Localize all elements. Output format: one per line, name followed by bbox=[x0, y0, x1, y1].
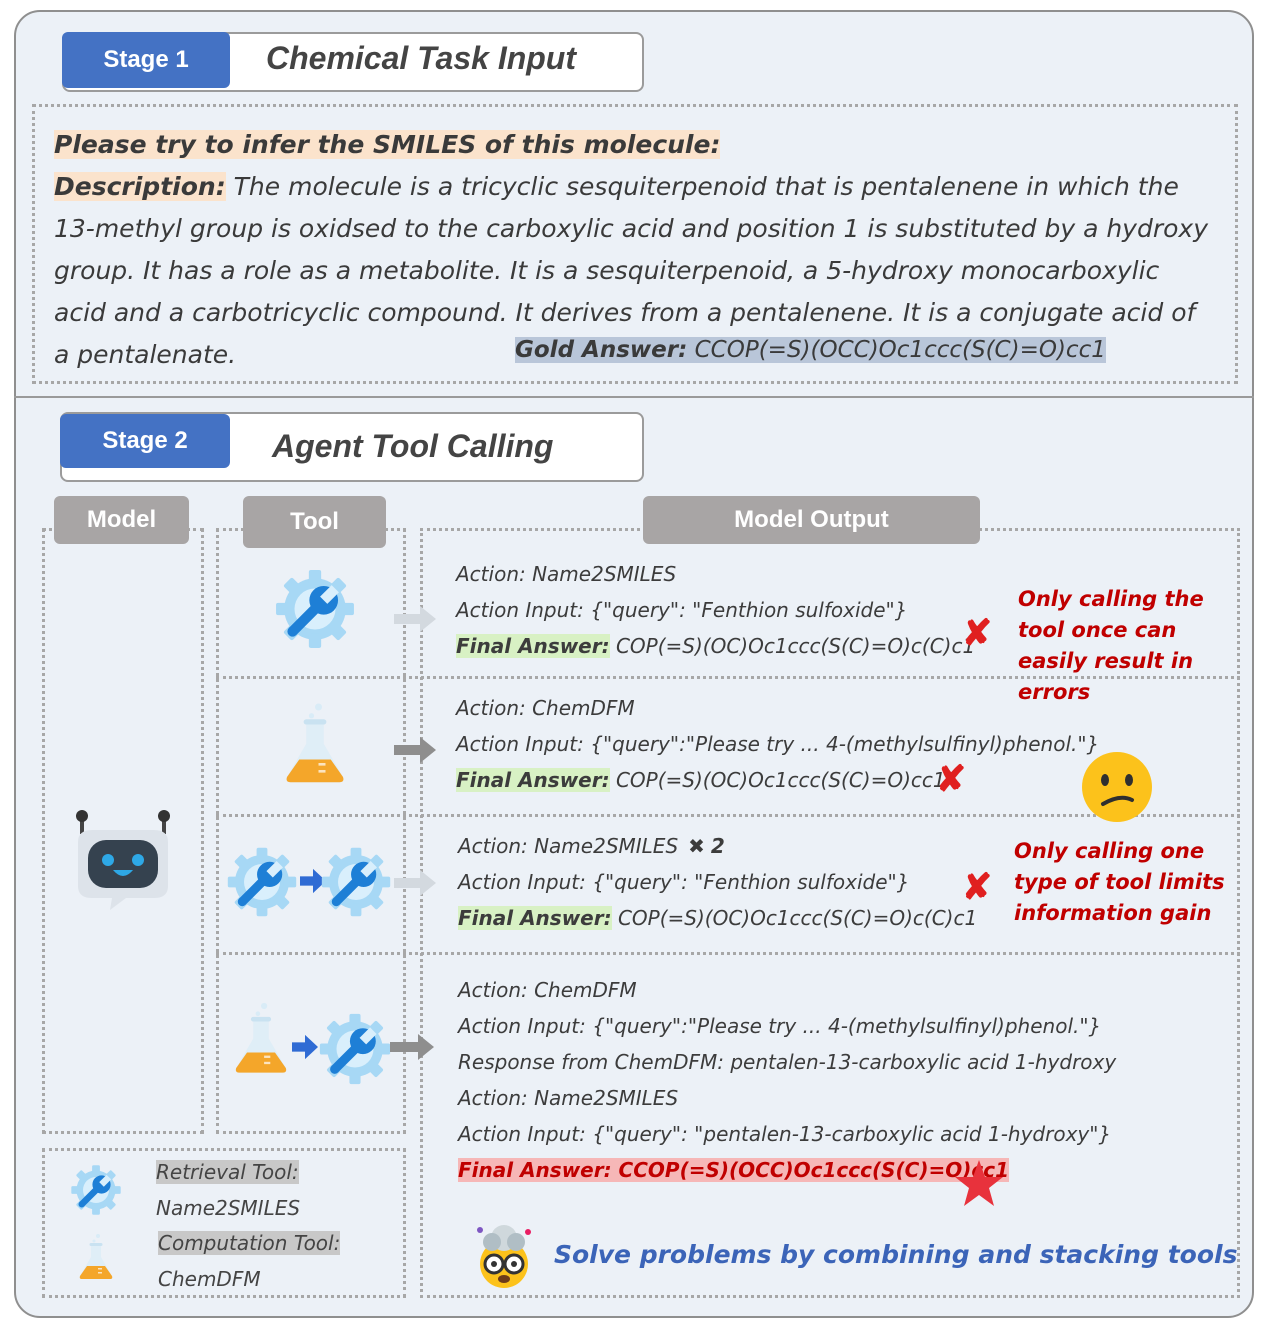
final-value: COP(=S)(OC)Oc1ccc(S(C)=O)cc1 bbox=[609, 768, 946, 792]
row1-output: Action: Name2SMILES Action Input: {"quer… bbox=[456, 556, 975, 664]
row4-line: Response from ChemDFM: pentalen-13-carbo… bbox=[458, 1050, 1117, 1074]
row2-action: Action: ChemDFM bbox=[456, 696, 635, 720]
repeat-count: 2 bbox=[710, 834, 725, 858]
note-single-type: Only calling one type of tool limits inf… bbox=[1014, 836, 1225, 929]
final-answer-correct: Final Answer: CCOP(=S)(OCC)Oc1ccc(S(C)=O… bbox=[458, 1158, 1010, 1182]
note-single-call: Only calling the tool once can easily re… bbox=[1018, 584, 1204, 708]
legend-box bbox=[42, 1148, 406, 1298]
final-value: COP(=S)(OC)Oc1ccc(S(C)=O)c(C)c1 bbox=[609, 634, 976, 658]
row2-final: Final Answer: COP(=S)(OC)Oc1ccc(S(C)=O)c… bbox=[456, 762, 1099, 798]
row-separator bbox=[216, 814, 1240, 817]
arrow-dark-icon bbox=[390, 1034, 434, 1060]
retrieval-tool-icon bbox=[276, 570, 354, 648]
sequence-arrow-icon bbox=[292, 1034, 318, 1060]
description-label: Description: bbox=[54, 172, 226, 201]
row4-line: Action Input: {"query": "pentalen-13-car… bbox=[458, 1122, 1112, 1146]
retrieval-label-text: Retrieval Tool: bbox=[156, 1160, 299, 1184]
row3-action: Action: Name2SMILES ✖2 bbox=[458, 828, 977, 864]
stage1-title: Chemical Task Input bbox=[266, 40, 576, 76]
retrieval-tool-icon bbox=[227, 847, 297, 917]
row4-line: Action: ChemDFM bbox=[458, 978, 637, 1002]
retrieval-tool-icon bbox=[71, 1165, 121, 1215]
gold-value: CCOP(=S)(OCC)Oc1ccc(S(C)=O)cc1 bbox=[687, 337, 1106, 363]
arrow-light-icon bbox=[394, 870, 436, 896]
final-label: Final Answer: bbox=[456, 634, 610, 658]
legend-retrieval-name: Name2SMILES bbox=[156, 1196, 301, 1220]
arrow-light-icon bbox=[394, 606, 436, 632]
flask-icon bbox=[79, 1234, 113, 1279]
stage-divider bbox=[14, 396, 1254, 398]
row4-final: Final Answer: CCOP(=S)(OCC)Oc1ccc(S(C)=O… bbox=[458, 1152, 1116, 1188]
figure-frame bbox=[14, 10, 1254, 1318]
note-line: type of tool limits bbox=[1014, 870, 1225, 894]
row1-action: Action: Name2SMILES bbox=[456, 562, 677, 586]
note-line: tool once can bbox=[1018, 618, 1177, 642]
task-input-box bbox=[32, 104, 1238, 384]
final-value: COP(=S)(OC)Oc1ccc(S(C)=O)c(C)c1 bbox=[611, 906, 978, 930]
note-line: Only calling the bbox=[1018, 587, 1204, 611]
legend-retrieval-label: Retrieval Tool: bbox=[156, 1160, 299, 1184]
row4-line: Action: Name2SMILES bbox=[458, 1086, 679, 1110]
gold-label: Gold Answer: bbox=[515, 337, 688, 363]
gold-answer: Gold Answer: CCOP(=S)(OCC)Oc1ccc(S(C)=O)… bbox=[515, 333, 1106, 367]
row-separator bbox=[216, 676, 1240, 679]
flask-icon bbox=[235, 1002, 287, 1073]
model-header: Model bbox=[54, 496, 189, 544]
row3-final: Final Answer: COP(=S)(OC)Oc1ccc(S(C)=O)c… bbox=[458, 900, 977, 936]
tool-header: Tool bbox=[243, 496, 386, 548]
row2-output: Action: ChemDFM Action Input: {"query":"… bbox=[456, 690, 1099, 798]
note-line: Only calling one bbox=[1014, 839, 1205, 863]
exploding-head-icon bbox=[477, 1225, 531, 1288]
note-line: easily result in bbox=[1018, 649, 1194, 673]
final-label: Final Answer: bbox=[456, 768, 610, 792]
note-line: information gain bbox=[1014, 901, 1212, 925]
times-icon: ✖ bbox=[688, 834, 705, 858]
row3-action-text: Action: Name2SMILES bbox=[458, 834, 679, 858]
row4-output: Action: ChemDFM Action Input: {"query":"… bbox=[458, 972, 1116, 1188]
wrong-mark-icon: ✘ bbox=[962, 866, 993, 907]
row1-input: Action Input: {"query": "Fenthion sulfox… bbox=[456, 598, 908, 622]
robot-icon bbox=[76, 810, 170, 910]
retrieval-tool-icon bbox=[319, 1013, 391, 1085]
final-label: Final Answer: bbox=[458, 906, 612, 930]
stage2-title: Agent Tool Calling bbox=[272, 428, 554, 464]
description-text: The molecule is a tricyclic sesquiterpen… bbox=[54, 172, 1209, 369]
wrong-mark-icon: ✘ bbox=[962, 612, 993, 653]
stage1-pill: Stage 1 bbox=[62, 32, 230, 88]
legend-computation-label: Computation Tool: bbox=[158, 1231, 341, 1255]
computation-label-text: Computation Tool: bbox=[158, 1231, 341, 1255]
legend-computation-name: ChemDFM bbox=[158, 1267, 261, 1291]
row3-input: Action Input: {"query": "Fenthion sulfox… bbox=[458, 870, 910, 894]
row3-output: Action: Name2SMILES ✖2 Action Input: {"qu… bbox=[458, 828, 977, 936]
star-icon bbox=[955, 1160, 1003, 1206]
row2-input: Action Input: {"query":"Please try ... 4… bbox=[456, 732, 1100, 756]
slogan: Solve problems by combining and stacking… bbox=[554, 1240, 1238, 1269]
arrow-dark-icon bbox=[394, 737, 436, 763]
row-separator bbox=[216, 952, 1240, 955]
output-header: Model Output bbox=[643, 496, 980, 544]
retrieval-tool-icon bbox=[321, 847, 391, 917]
note-line: errors bbox=[1018, 680, 1091, 704]
flask-icon bbox=[286, 703, 344, 783]
row4-line: Action Input: {"query":"Please try ... 4… bbox=[458, 1014, 1102, 1038]
wrong-mark-icon: ✘ bbox=[936, 758, 967, 799]
row1-final: Final Answer: COP(=S)(OC)Oc1ccc(S(C)=O)c… bbox=[456, 628, 975, 664]
confused-face-icon bbox=[1082, 752, 1152, 822]
prompt-label: Please try to infer the SMILES of this m… bbox=[54, 130, 721, 159]
stage2-pill: Stage 2 bbox=[60, 414, 230, 468]
task-prompt: Please try to infer the SMILES of this m… bbox=[54, 124, 1214, 376]
